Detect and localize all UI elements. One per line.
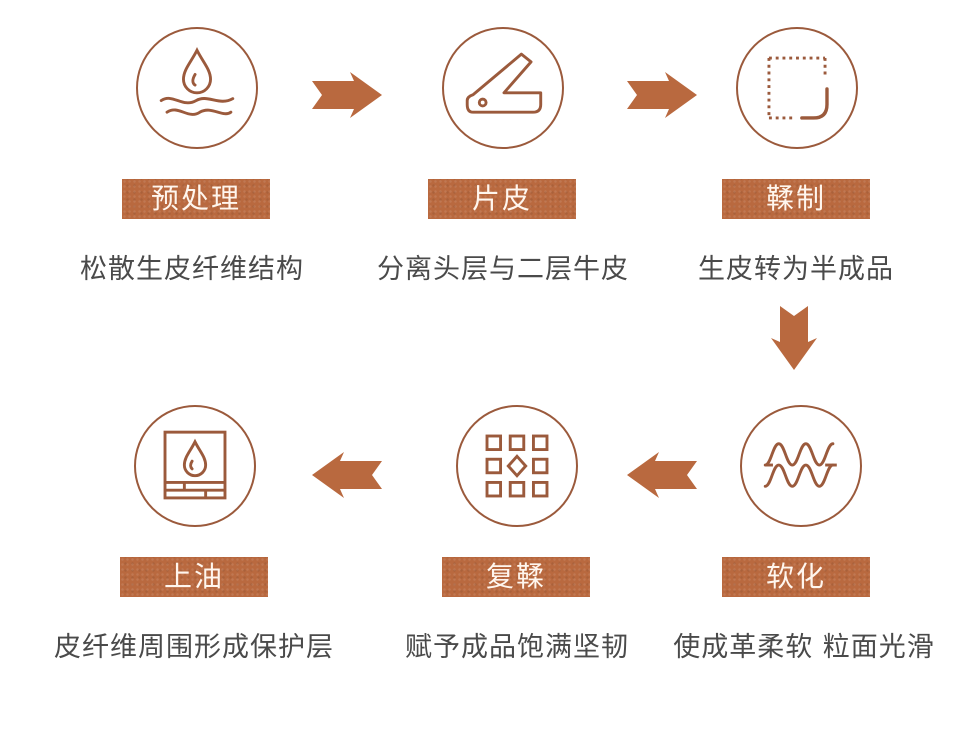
arrow-left-icon [627, 452, 697, 498]
oil-drop-frame-icon [163, 430, 227, 500]
soft-waves-icon [763, 442, 837, 488]
step-circle-oiling [134, 405, 256, 527]
dotted-square-icon [767, 56, 829, 120]
step-desc-pretreatment: 松散生皮纤维结构 [80, 254, 304, 285]
arrow-down-icon [771, 306, 817, 370]
step-circle-tanning [736, 27, 858, 149]
step-desc-tanning: 生皮转为半成品 [698, 254, 894, 285]
step-title-oiling: 上油 [120, 557, 268, 597]
arrow-right-icon [312, 72, 382, 118]
step-circle-splitting [442, 27, 564, 149]
step-title-tanning: 鞣制 [722, 179, 870, 219]
step-desc-splitting: 分离头层与二层牛皮 [377, 254, 629, 285]
blade-icon [465, 52, 543, 114]
step-title-retanning: 复鞣 [442, 557, 590, 597]
grid-diamond-icon [485, 434, 549, 498]
step-desc-softening: 使成革柔软 粒面光滑 [673, 632, 935, 663]
step-circle-pretreatment [136, 27, 258, 149]
step-desc-oiling: 皮纤维周围形成保护层 [54, 632, 334, 663]
step-title-splitting: 片皮 [428, 179, 576, 219]
step-circle-retanning [456, 405, 578, 527]
arrow-right-icon [627, 72, 697, 118]
step-circle-softening [740, 405, 862, 527]
arrow-left-icon [312, 452, 382, 498]
step-title-softening: 软化 [722, 557, 870, 597]
step-desc-retanning: 赋予成品饱满坚韧 [405, 632, 629, 663]
water-drop-waves-icon [159, 47, 235, 116]
step-title-pretreatment: 预处理 [122, 179, 270, 219]
